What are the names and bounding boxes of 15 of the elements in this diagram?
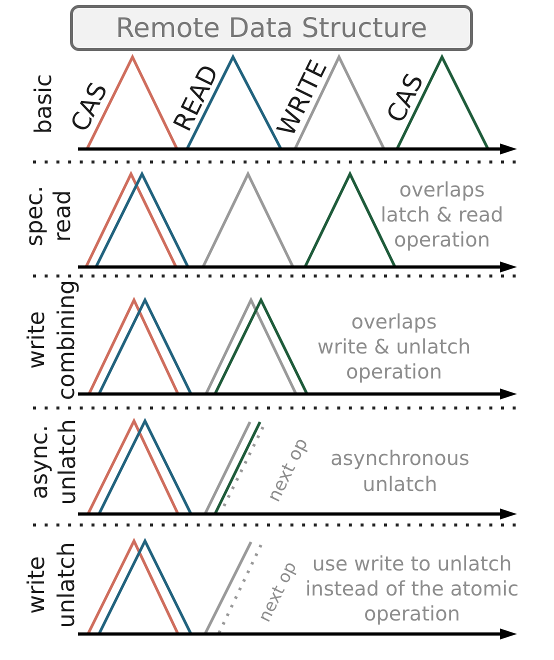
row-label: write combining [23, 280, 81, 400]
note-text: asynchronous unlatch [330, 445, 470, 497]
annotation-label: next op [264, 435, 312, 505]
row-label: async. unlatch [26, 419, 82, 505]
operation-label: READ [168, 60, 224, 136]
row-label: basic [31, 74, 57, 134]
operation-label: CAS [380, 68, 430, 128]
annotation-label: next op [256, 559, 300, 625]
row-label: spec. read [21, 186, 77, 246]
note-text: overlaps write & unlatch operation [317, 310, 471, 384]
note-text: overlaps latch & read operation [380, 178, 504, 252]
row-label: write unlatch [23, 542, 81, 628]
note-text: use write to unlatch instead of the atomic operation [305, 552, 519, 626]
operation-label: CAS [64, 78, 114, 136]
header-box: Remote Data Structure [70, 5, 473, 51]
